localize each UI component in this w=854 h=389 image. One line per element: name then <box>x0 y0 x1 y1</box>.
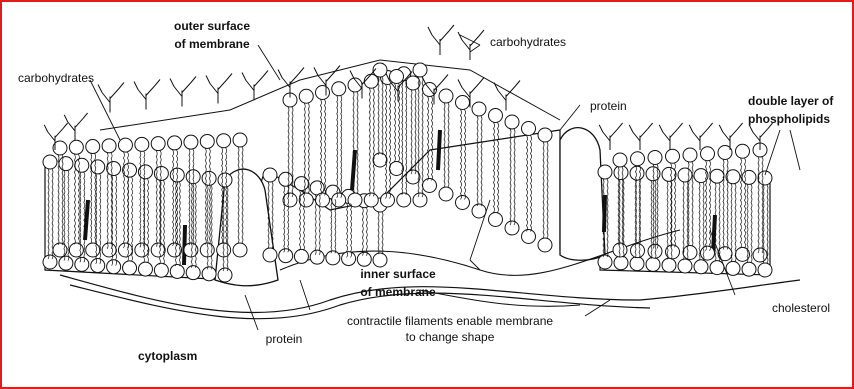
protein-top-label: protein <box>590 99 627 113</box>
protein-bottom-label: protein <box>266 332 303 346</box>
cholesterol-label: cholesterol <box>772 301 830 315</box>
carbohydrates-top-label: carbohydrates <box>490 35 566 49</box>
inner-surface-label-2: of membrane <box>360 285 436 299</box>
outer-surface-label-2: of membrane <box>174 37 250 51</box>
cytoplasm-label: cytoplasm <box>138 349 197 363</box>
outer-surface-label-1: outer surface <box>174 19 250 33</box>
phospholipid-heads <box>43 63 772 282</box>
carbohydrates-left-label: carbohydrates <box>18 71 94 85</box>
double-layer-label-2: phospholipids <box>748 112 830 126</box>
inner-surface-label-1: inner surface <box>360 267 436 281</box>
double-layer-label-1: double layer of <box>748 94 834 108</box>
contractile-label-2: to change shape <box>406 330 495 344</box>
contractile-label-1: contractile filaments enable membrane <box>347 314 553 328</box>
